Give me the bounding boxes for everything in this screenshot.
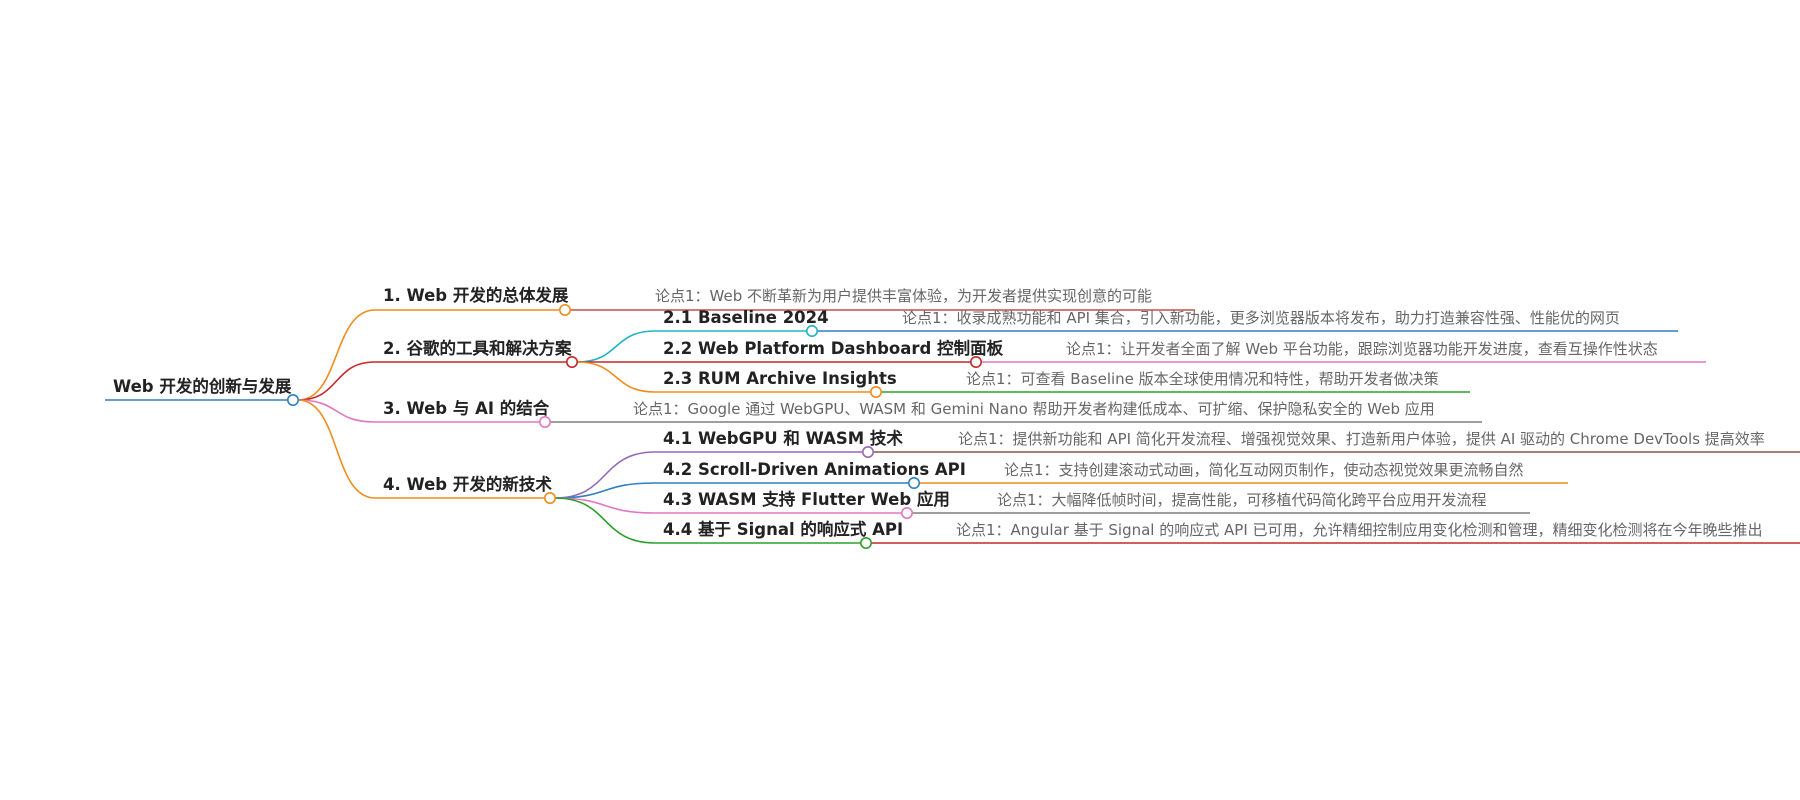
mindmap-nodes: Web 开发的创新与发展 1. Web 开发的总体发展 论点1：Web 不断革新为用… <box>113 285 1765 549</box>
root-collapse-handle[interactable] <box>286 393 299 406</box>
topic-4[interactable]: 4. Web 开发的新技术 <box>383 474 552 494</box>
subtopic-2-1-collapse-handle[interactable] <box>805 324 818 337</box>
subtopic-4-1[interactable]: 4.1 WebGPU 和 WASM 技术 <box>663 428 903 448</box>
subtopic-2-3-leaf-text: 论点1：可查看 Baseline 版本全球使用情况和特性，帮助开发者做决策 <box>966 370 1439 388</box>
subtopic-4-4-leaf-text: 论点1：Angular 基于 Signal 的响应式 API 已可用，允许精细控… <box>956 521 1763 539</box>
edge-topic-2-sub-3 <box>576 361 656 393</box>
subtopic-2-2-collapse-handle[interactable] <box>969 355 982 368</box>
subtopic-4-1-collapse-handle[interactable] <box>861 445 874 458</box>
topic-4-collapse-handle[interactable] <box>543 491 556 504</box>
subtopic-2-2-leaf-text: 论点1：让开发者全面了解 Web 平台功能，跟踪浏览器功能开发进度，查看互操作性… <box>1066 340 1658 358</box>
topic-3-collapse-handle[interactable] <box>538 415 551 428</box>
root-topic[interactable]: Web 开发的创新与发展 <box>113 376 292 396</box>
topic-3[interactable]: 3. Web 与 AI 的结合 <box>383 398 550 418</box>
topic-1-collapse-handle[interactable] <box>558 303 571 316</box>
edge-topic-4-sub-4 <box>554 497 656 544</box>
topic-2[interactable]: 2. 谷歌的工具和解决方案 <box>383 338 572 358</box>
subtopic-4-4-collapse-handle[interactable] <box>859 536 872 549</box>
topic-3-leaf-text: 论点1：Google 通过 WebGPU、WASM 和 Gemini Nano … <box>633 400 1435 418</box>
subtopic-2-1-leaf-text: 论点1：收录成熟功能和 API 集合，引入新功能，更多浏览器版本将发布，助力打造… <box>902 309 1620 327</box>
subtopic-4-3-collapse-handle[interactable] <box>900 506 913 519</box>
subtopic-4-3-leaf-text: 论点1：大幅降低帧时间，提高性能，可移植代码简化跨平台应用开发流程 <box>997 491 1487 509</box>
subtopic-2-3[interactable]: 2.3 RUM Archive Insights <box>663 369 897 388</box>
subtopic-4-2-leaf-text: 论点1：支持创建滚动式动画，简化互动网页制作，使动态视觉效果更流畅自然 <box>1004 461 1524 479</box>
subtopic-4-2[interactable]: 4.2 Scroll-Driven Animations API <box>663 460 966 479</box>
edge-topic-4-sub-3 <box>554 497 656 514</box>
edge-topic-4-sub-1 <box>554 451 656 499</box>
subtopic-4-1-leaf-text: 论点1：提供新功能和 API 简化开发流程、增强视觉效果、打造新用户体验，提供 … <box>958 430 1765 448</box>
edge-root-topic-1 <box>297 309 376 401</box>
subtopic-4-4[interactable]: 4.4 基于 Signal 的响应式 API <box>663 519 903 539</box>
subtopic-4-3[interactable]: 4.3 WASM 支持 Flutter Web 应用 <box>663 489 950 509</box>
topic-1[interactable]: 1. Web 开发的总体发展 <box>383 285 569 305</box>
subtopic-2-2[interactable]: 2.2 Web Platform Dashboard 控制面板 <box>663 338 1004 358</box>
topic-1-leaf-text: 论点1：Web 不断革新为用户提供丰富体验，为开发者提供实现创意的可能 <box>655 287 1152 305</box>
edge-topic-4-sub-2 <box>554 482 656 499</box>
subtopic-2-3-collapse-handle[interactable] <box>869 385 882 398</box>
topic-2-collapse-handle[interactable] <box>565 355 578 368</box>
edge-topic-2-sub-1 <box>576 330 656 363</box>
mindmap-edges <box>105 309 1800 544</box>
subtopic-2-1[interactable]: 2.1 Baseline 2024 <box>663 308 829 327</box>
edge-root-topic-2 <box>297 361 376 401</box>
edge-root-topic-3 <box>297 399 376 423</box>
subtopic-4-2-collapse-handle[interactable] <box>907 476 920 489</box>
edge-root-topic-4 <box>297 399 376 499</box>
